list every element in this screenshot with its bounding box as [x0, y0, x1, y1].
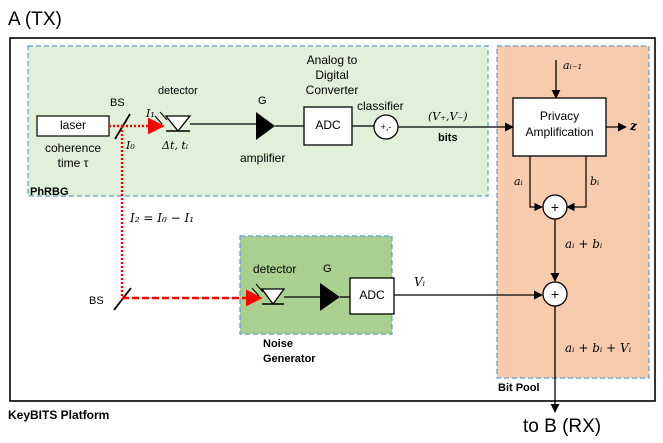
classifier-symbol: +,-: [380, 121, 392, 132]
vi-label: Vᵢ: [414, 275, 426, 289]
detector-2: [251, 283, 286, 306]
noise-label-line1: Noise: [263, 338, 293, 350]
adc-1-label: ADC: [315, 118, 341, 133]
ai-label: aᵢ: [514, 175, 523, 188]
adc-heading-line3: Converter: [305, 83, 359, 97]
z-label: z: [630, 119, 637, 133]
adc-2-label: ADC: [359, 288, 385, 303]
i2-equation: I₂ = I₀ − I₁: [130, 211, 195, 225]
gain-1-label: G: [258, 95, 267, 107]
delta-t-label: Δt, tᵢ: [162, 139, 188, 152]
phrbg-label: PhRBG: [30, 186, 69, 198]
adder-1-symbol: +: [550, 198, 560, 215]
detector-1: [154, 111, 192, 133]
title-tx: A (TX): [8, 9, 62, 30]
detector-2-label: detector: [253, 262, 297, 276]
platform-label: KeyBITS Platform: [8, 408, 110, 422]
amplifier-2: [320, 283, 340, 311]
adc-box-2: [349, 277, 395, 315]
title-rx: to B (RX): [523, 416, 602, 437]
adc-heading-line1: Analog to: [306, 53, 358, 67]
arrow-bi: [566, 156, 587, 212]
privacy-line1: Privacy: [539, 109, 580, 123]
arrow-ai: [529, 156, 543, 212]
i0-label: I₀: [126, 139, 135, 152]
output-pair-label: (V₊,V₋): [428, 110, 468, 123]
adder-2-symbol: +: [550, 285, 560, 302]
bs1-label: BS: [110, 97, 125, 109]
detector-1-label: detector: [158, 85, 198, 97]
noise-label-line2: Generator: [263, 353, 316, 365]
coherence-line1: coherence: [44, 141, 102, 155]
privacy-amplification-box: [512, 97, 607, 157]
coherence-line2: time τ: [57, 156, 89, 170]
gain-2-label: G: [323, 263, 332, 275]
bit-pool-label: Bit Pool: [498, 382, 540, 394]
classifier-label: classifier: [357, 99, 404, 113]
sum-abv-label: aᵢ + bᵢ + Vᵢ: [565, 341, 632, 355]
bs2-label: BS: [89, 295, 104, 307]
i1-label: I₁: [146, 107, 155, 120]
a-prev-label: aᵢ₋₁: [563, 59, 582, 72]
sum-ab-label: aᵢ + bᵢ: [565, 237, 603, 251]
bit-pool-region: [496, 45, 650, 379]
laser-label: laser: [59, 118, 86, 133]
amplifier-1: [256, 112, 275, 140]
bits-label: bits: [438, 132, 458, 144]
amplifier-label: amplifier: [240, 151, 286, 165]
adc-heading-line2: Digital: [315, 68, 349, 82]
privacy-line2: Amplification: [525, 125, 594, 139]
bi-label: bᵢ: [590, 175, 600, 188]
